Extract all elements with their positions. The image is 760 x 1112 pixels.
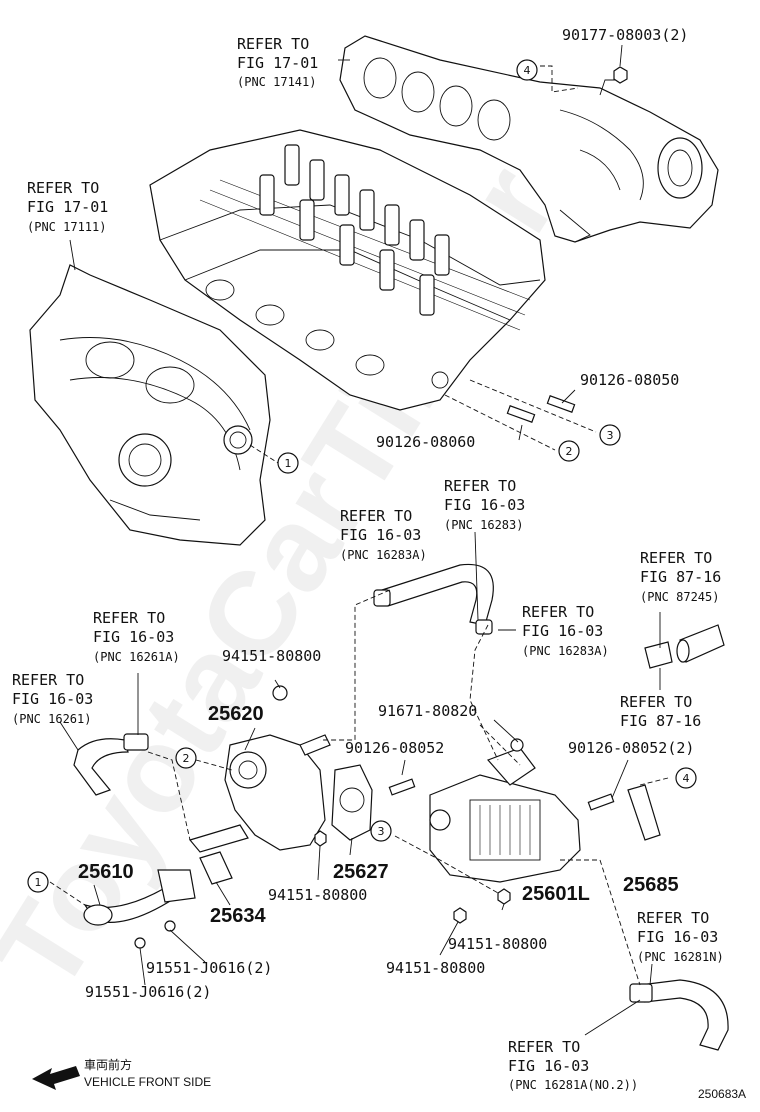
gaskets-drawing	[199, 764, 661, 885]
fasteners-drawing	[314, 66, 628, 924]
part-label-25634: 25634	[210, 905, 266, 927]
part-label-90126-08050: 90126-08050	[580, 371, 679, 389]
refer-label-16281a: REFER TO FIG 16-03 (PNC 16281A(NO.2))	[508, 1038, 638, 1092]
svg-text:(PNC 87245): (PNC 87245)	[640, 590, 719, 604]
callout-circle-4-bottom: 4	[675, 767, 697, 789]
svg-text:FIG 87-16: FIG 87-16	[620, 712, 701, 730]
svg-text:REFER TO: REFER TO	[444, 477, 516, 495]
diagram-code: 250683A	[698, 1087, 746, 1101]
svg-text:1: 1	[285, 457, 292, 470]
svg-text:FIG 16-03: FIG 16-03	[340, 526, 421, 544]
svg-text:REFER TO: REFER TO	[27, 179, 99, 197]
svg-text:FIG 16-03: FIG 16-03	[637, 928, 718, 946]
refer-label-17111: REFER TO FIG 17-01 (PNC 17111)	[27, 179, 108, 234]
svg-text:3: 3	[607, 429, 614, 442]
refer-label-87-16: REFER TO FIG 87-16	[620, 693, 701, 730]
svg-text:FIG 16-03: FIG 16-03	[444, 496, 525, 514]
refer-label-16261: REFER TO FIG 16-03 (PNC 16261)	[12, 671, 93, 726]
svg-text:1: 1	[35, 876, 42, 889]
refer-label-16261a: REFER TO FIG 16-03 (PNC 16261A)	[93, 609, 180, 664]
svg-text:REFER TO: REFER TO	[522, 603, 594, 621]
svg-text:FIG 16-03: FIG 16-03	[12, 690, 93, 708]
vehicle-front-indicator: 車両前方 VEHICLE FRONT SIDE	[32, 1057, 211, 1090]
callout-circle-3-top: 3	[599, 424, 621, 446]
svg-text:REFER TO: REFER TO	[508, 1038, 580, 1056]
part-label-94151-80800-right: 94151-80800	[448, 935, 547, 953]
callout-circle-4-top: 4	[516, 59, 538, 81]
svg-text:4: 4	[524, 64, 531, 77]
svg-text:REFER TO: REFER TO	[93, 609, 165, 627]
svg-text:(PNC 16261): (PNC 16261)	[12, 712, 91, 726]
svg-text:(PNC 17141): (PNC 17141)	[237, 75, 316, 89]
svg-text:(PNC 16281N): (PNC 16281N)	[637, 950, 724, 964]
svg-text:(PNC 16283): (PNC 16283)	[444, 518, 523, 532]
refer-label-16283: REFER TO FIG 16-03 (PNC 16283)	[444, 477, 525, 532]
svg-text:REFER TO: REFER TO	[640, 549, 712, 567]
callout-circle-3-bottom: 3	[370, 820, 392, 842]
refer-label-16281n: REFER TO FIG 16-03 (PNC 16281N)	[637, 909, 724, 964]
svg-text:FIG 16-03: FIG 16-03	[93, 628, 174, 646]
intake-manifold-drawing	[29, 264, 271, 546]
svg-text:FIG 87-16: FIG 87-16	[640, 568, 721, 586]
water-hoses-drawing	[73, 563, 729, 1051]
egr-cooler-drawing	[429, 738, 581, 883]
refer-label-17141: REFER TO FIG 17-01 (PNC 17141)	[237, 35, 318, 89]
svg-text:(PNC 16261A): (PNC 16261A)	[93, 650, 180, 664]
svg-text:3: 3	[378, 825, 385, 838]
part-label-91671-80820: 91671-80820	[378, 702, 477, 720]
part-label-91551-j0616-b: 91551-J0616(2)	[85, 983, 211, 1001]
svg-text:REFER TO: REFER TO	[637, 909, 709, 927]
stud-bolts-drawing	[506, 395, 576, 423]
svg-text:FIG 17-01: FIG 17-01	[237, 54, 318, 72]
vehicle-front-jp: 車両前方	[84, 1057, 132, 1072]
part-label-25601l: 25601L	[522, 883, 590, 905]
part-label-94151-80800-top: 94151-80800	[222, 647, 321, 665]
part-label-90126-08060: 90126-08060	[376, 433, 475, 451]
callout-circle-1-top: 1	[277, 452, 299, 474]
part-label-25627: 25627	[333, 861, 389, 883]
part-label-90126-08052-2: 90126-08052(2)	[568, 739, 694, 757]
svg-text:FIG 17-01: FIG 17-01	[27, 198, 108, 216]
vehicle-front-en: VEHICLE FRONT SIDE	[84, 1075, 211, 1089]
callout-circle-2-bottom: 2	[175, 747, 197, 769]
callout-circle-2-top: 2	[558, 440, 580, 462]
refer-label-16283a-right: REFER TO FIG 16-03 (PNC 16283A)	[522, 603, 609, 658]
part-label-90126-08052: 90126-08052	[345, 739, 444, 757]
svg-text:FIG 16-03: FIG 16-03	[522, 622, 603, 640]
svg-text:(PNC 17111): (PNC 17111)	[27, 220, 106, 234]
refer-label-87245: REFER TO FIG 87-16 (PNC 87245)	[640, 549, 721, 604]
svg-text:2: 2	[183, 752, 190, 765]
part-label-25610: 25610	[78, 861, 134, 883]
leader-lines	[49, 44, 669, 1036]
svg-text:(PNC 16281A(NO.2)): (PNC 16281A(NO.2))	[508, 1078, 638, 1092]
refer-label-16283a-left: REFER TO FIG 16-03 (PNC 16283A)	[340, 507, 427, 562]
egr-valve-drawing	[188, 685, 331, 853]
part-label-94151-80800-mid: 94151-80800	[268, 886, 367, 904]
egr-pipe-drawing	[83, 869, 196, 949]
part-label-25685: 25685	[623, 874, 679, 896]
svg-text:(PNC 16283A): (PNC 16283A)	[340, 548, 427, 562]
svg-text:REFER TO: REFER TO	[620, 693, 692, 711]
part-label-90177-08003: 90177-08003(2)	[562, 26, 688, 44]
part-label-25620: 25620	[208, 703, 264, 725]
part-label-91551-j0616-a: 91551-J0616(2)	[146, 959, 272, 977]
svg-text:2: 2	[566, 445, 573, 458]
svg-text:REFER TO: REFER TO	[340, 507, 412, 525]
front-arrow-icon	[32, 1066, 80, 1090]
cylinder-head-drawing	[149, 129, 546, 411]
callout-circle-1-bottom: 1	[27, 871, 49, 893]
svg-text:REFER TO: REFER TO	[237, 35, 309, 53]
exhaust-manifold-drawing	[339, 35, 719, 243]
svg-text:4: 4	[683, 772, 690, 785]
svg-text:(PNC 16283A): (PNC 16283A)	[522, 644, 609, 658]
svg-text:FIG 16-03: FIG 16-03	[508, 1057, 589, 1075]
part-label-94151-80800-bottom: 94151-80800	[386, 959, 485, 977]
svg-text:REFER TO: REFER TO	[12, 671, 84, 689]
